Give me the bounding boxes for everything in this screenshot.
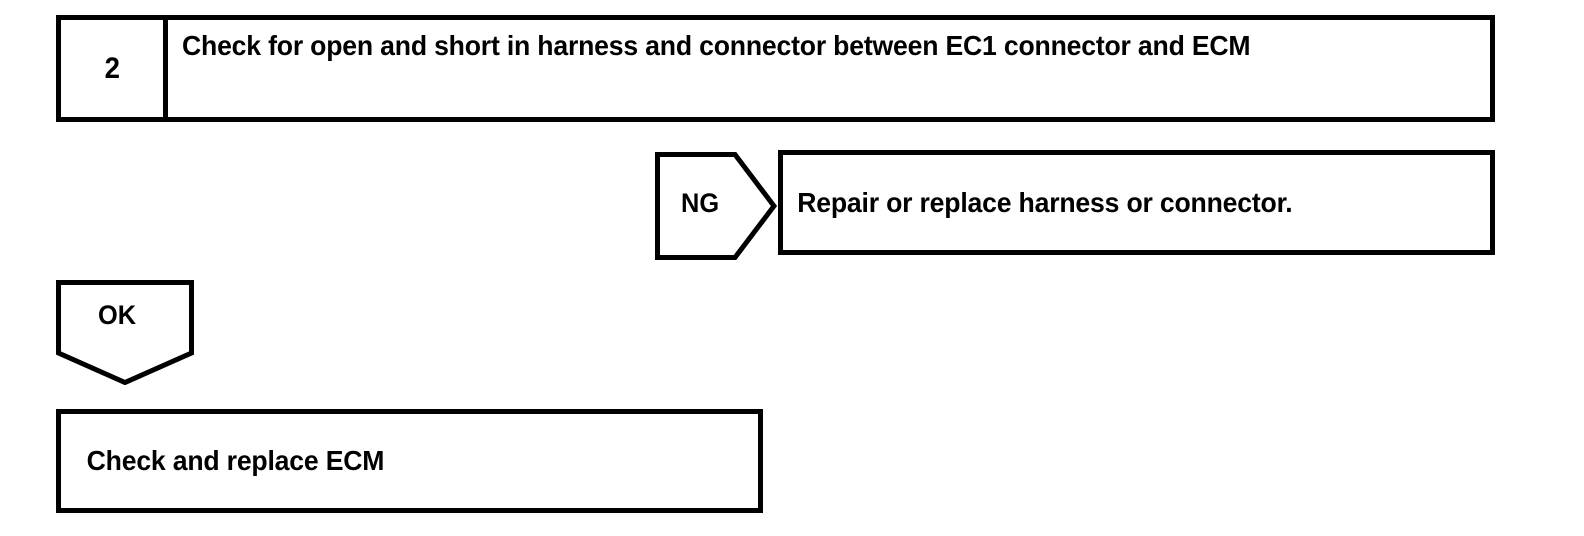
ng-result-box: Repair or replace harness or connector. <box>778 150 1495 255</box>
ok-label: OK <box>98 300 137 330</box>
ng-result-text: Repair or replace harness or connector. <box>797 186 1293 218</box>
ng-label: NG <box>681 188 720 218</box>
step-instruction-text: Check for open and short in harness and … <box>182 30 1251 61</box>
step-number-cell: 2 <box>61 20 168 117</box>
step-row: 2 Check for open and short in harness an… <box>56 15 1495 122</box>
ok-arrow-down-icon <box>56 280 194 385</box>
ng-branch: NG Repair or replace harness or connecto… <box>655 150 1495 260</box>
ok-branch: OK <box>56 280 196 386</box>
final-action-box: Check and replace ECM <box>56 409 763 513</box>
final-action-text: Check and replace ECM <box>86 445 385 477</box>
step-instruction-cell: Check for open and short in harness and … <box>168 20 1490 117</box>
step-number: 2 <box>104 51 120 85</box>
ng-arrow-right-icon <box>655 152 777 260</box>
